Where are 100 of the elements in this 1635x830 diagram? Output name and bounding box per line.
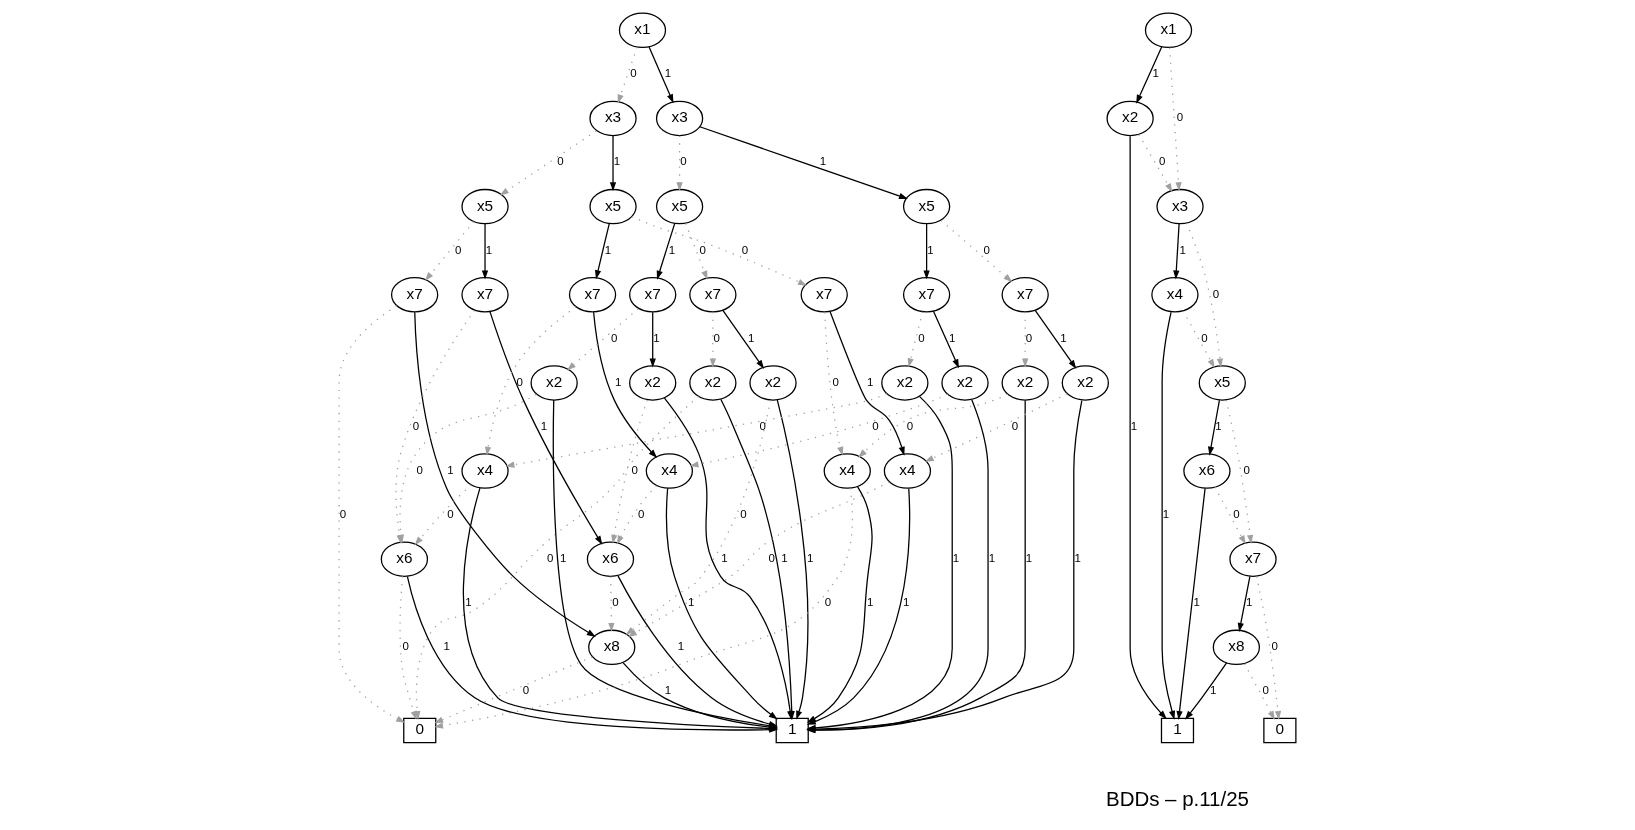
edge-label: 1 bbox=[540, 419, 548, 432]
edge-label: 1 bbox=[867, 375, 874, 388]
node-ellipse: x7 bbox=[1229, 541, 1277, 577]
arrow bbox=[648, 46, 674, 104]
node-box: 0 bbox=[403, 717, 437, 744]
arrow bbox=[689, 393, 949, 468]
edge-label: 1 bbox=[781, 552, 788, 565]
node-ellipse: x7 bbox=[902, 277, 951, 313]
edge-label: 1 bbox=[653, 331, 660, 344]
edge-label: 0 bbox=[832, 375, 839, 388]
arrow bbox=[907, 311, 924, 368]
edge-label: 0 bbox=[1243, 463, 1250, 476]
arrow bbox=[649, 311, 656, 368]
arrow bbox=[434, 656, 593, 724]
edge-label: 1 bbox=[443, 640, 450, 653]
arrow bbox=[858, 393, 1009, 458]
node-ellipse: x7 bbox=[1001, 277, 1049, 313]
edge-label: 0 bbox=[983, 243, 990, 256]
edge-label: 0 bbox=[1233, 507, 1240, 520]
edge-label: 1 bbox=[721, 552, 728, 565]
edge-label: 0 bbox=[454, 243, 462, 256]
arrow bbox=[611, 399, 648, 544]
edge-label: 1 bbox=[559, 552, 567, 565]
node-ellipse: x5 bbox=[655, 188, 704, 225]
edge-label: 1 bbox=[949, 331, 956, 344]
edge-label: 0 bbox=[759, 419, 766, 432]
node-ellipse: x2 bbox=[881, 365, 929, 401]
edge-label: 1 bbox=[1193, 596, 1200, 609]
edge-label: 0 bbox=[1212, 287, 1220, 300]
node-ellipse: x2 bbox=[1061, 365, 1109, 401]
arrow bbox=[625, 399, 771, 636]
node-ellipse: x7 bbox=[800, 277, 848, 313]
edge-label: 0 bbox=[906, 419, 914, 432]
edge-label: 1 bbox=[819, 155, 827, 168]
arrow bbox=[481, 223, 489, 280]
edge-label: 0 bbox=[1011, 419, 1019, 432]
label: BDDs – p.11/25 bbox=[1105, 786, 1249, 810]
arrow bbox=[499, 130, 597, 196]
arrow bbox=[923, 223, 930, 280]
edge-label: 1 bbox=[613, 155, 621, 168]
arrow bbox=[608, 575, 615, 632]
node-ellipse: x4 bbox=[1151, 277, 1199, 313]
edge-label: 0 bbox=[557, 155, 564, 168]
edge-label: 0 bbox=[637, 507, 645, 520]
edge-label: 1 bbox=[465, 596, 472, 609]
node-ellipse: x1 bbox=[1144, 12, 1193, 49]
arrow bbox=[1129, 135, 1167, 720]
arrow bbox=[1185, 222, 1223, 368]
edge-label: 0 bbox=[918, 331, 925, 344]
arrow bbox=[1173, 223, 1180, 280]
node-ellipse: x2 bbox=[749, 365, 797, 401]
node-ellipse: x7 bbox=[390, 277, 439, 313]
arrow bbox=[1176, 487, 1206, 720]
node-ellipse: x7 bbox=[461, 277, 509, 313]
edge-label: 0 bbox=[741, 243, 749, 256]
edge-label: 0 bbox=[740, 507, 747, 520]
node-ellipse: x4 bbox=[461, 453, 509, 489]
node-ellipse: x2 bbox=[530, 365, 578, 401]
arrow bbox=[1207, 399, 1221, 456]
edge-label: 0 bbox=[768, 552, 775, 565]
arrow bbox=[617, 46, 638, 104]
node-box: 1 bbox=[775, 717, 809, 744]
node-ellipse: x8 bbox=[1212, 629, 1261, 666]
node-ellipse: x6 bbox=[1183, 453, 1231, 489]
arrow bbox=[1161, 311, 1176, 720]
node-ellipse: x5 bbox=[902, 188, 951, 225]
node-ellipse: x4 bbox=[645, 453, 694, 489]
arrow bbox=[1022, 311, 1029, 368]
arrow bbox=[414, 311, 596, 637]
node-box: 1 bbox=[1160, 717, 1195, 744]
arrow bbox=[932, 310, 959, 369]
node-ellipse: x7 bbox=[568, 277, 617, 313]
edge-label: 1 bbox=[668, 243, 676, 256]
edge-label: 0 bbox=[1262, 684, 1269, 697]
edge-label: 0 bbox=[713, 331, 720, 344]
edge-label: 1 bbox=[1060, 331, 1067, 344]
node-ellipse: x2 bbox=[689, 365, 737, 401]
arrow bbox=[1184, 662, 1228, 720]
edge-label: 0 bbox=[522, 684, 530, 697]
arrow bbox=[665, 487, 778, 720]
arrow bbox=[593, 311, 658, 459]
edge-label: 0 bbox=[611, 331, 618, 344]
edge-label: 1 bbox=[927, 243, 934, 256]
arrow bbox=[1136, 46, 1163, 104]
edge-label: 1 bbox=[1130, 419, 1138, 432]
edge-label: 0 bbox=[631, 463, 638, 476]
node-ellipse: x7 bbox=[629, 277, 677, 313]
edge-label: 0 bbox=[824, 596, 832, 609]
arrow bbox=[595, 222, 610, 280]
edge-label: 0 bbox=[412, 419, 420, 432]
arrow bbox=[1243, 663, 1275, 720]
arrow bbox=[1182, 310, 1215, 368]
edge-label: 0 bbox=[1201, 331, 1208, 344]
arrow bbox=[399, 575, 417, 721]
arrow bbox=[566, 308, 639, 371]
node-ellipse: x5 bbox=[1198, 365, 1246, 401]
node-ellipse: x2 bbox=[1106, 100, 1154, 137]
edge-label: 1 bbox=[1152, 67, 1159, 80]
edge-label: 0 bbox=[699, 243, 706, 256]
node-ellipse: x2 bbox=[1001, 365, 1049, 401]
